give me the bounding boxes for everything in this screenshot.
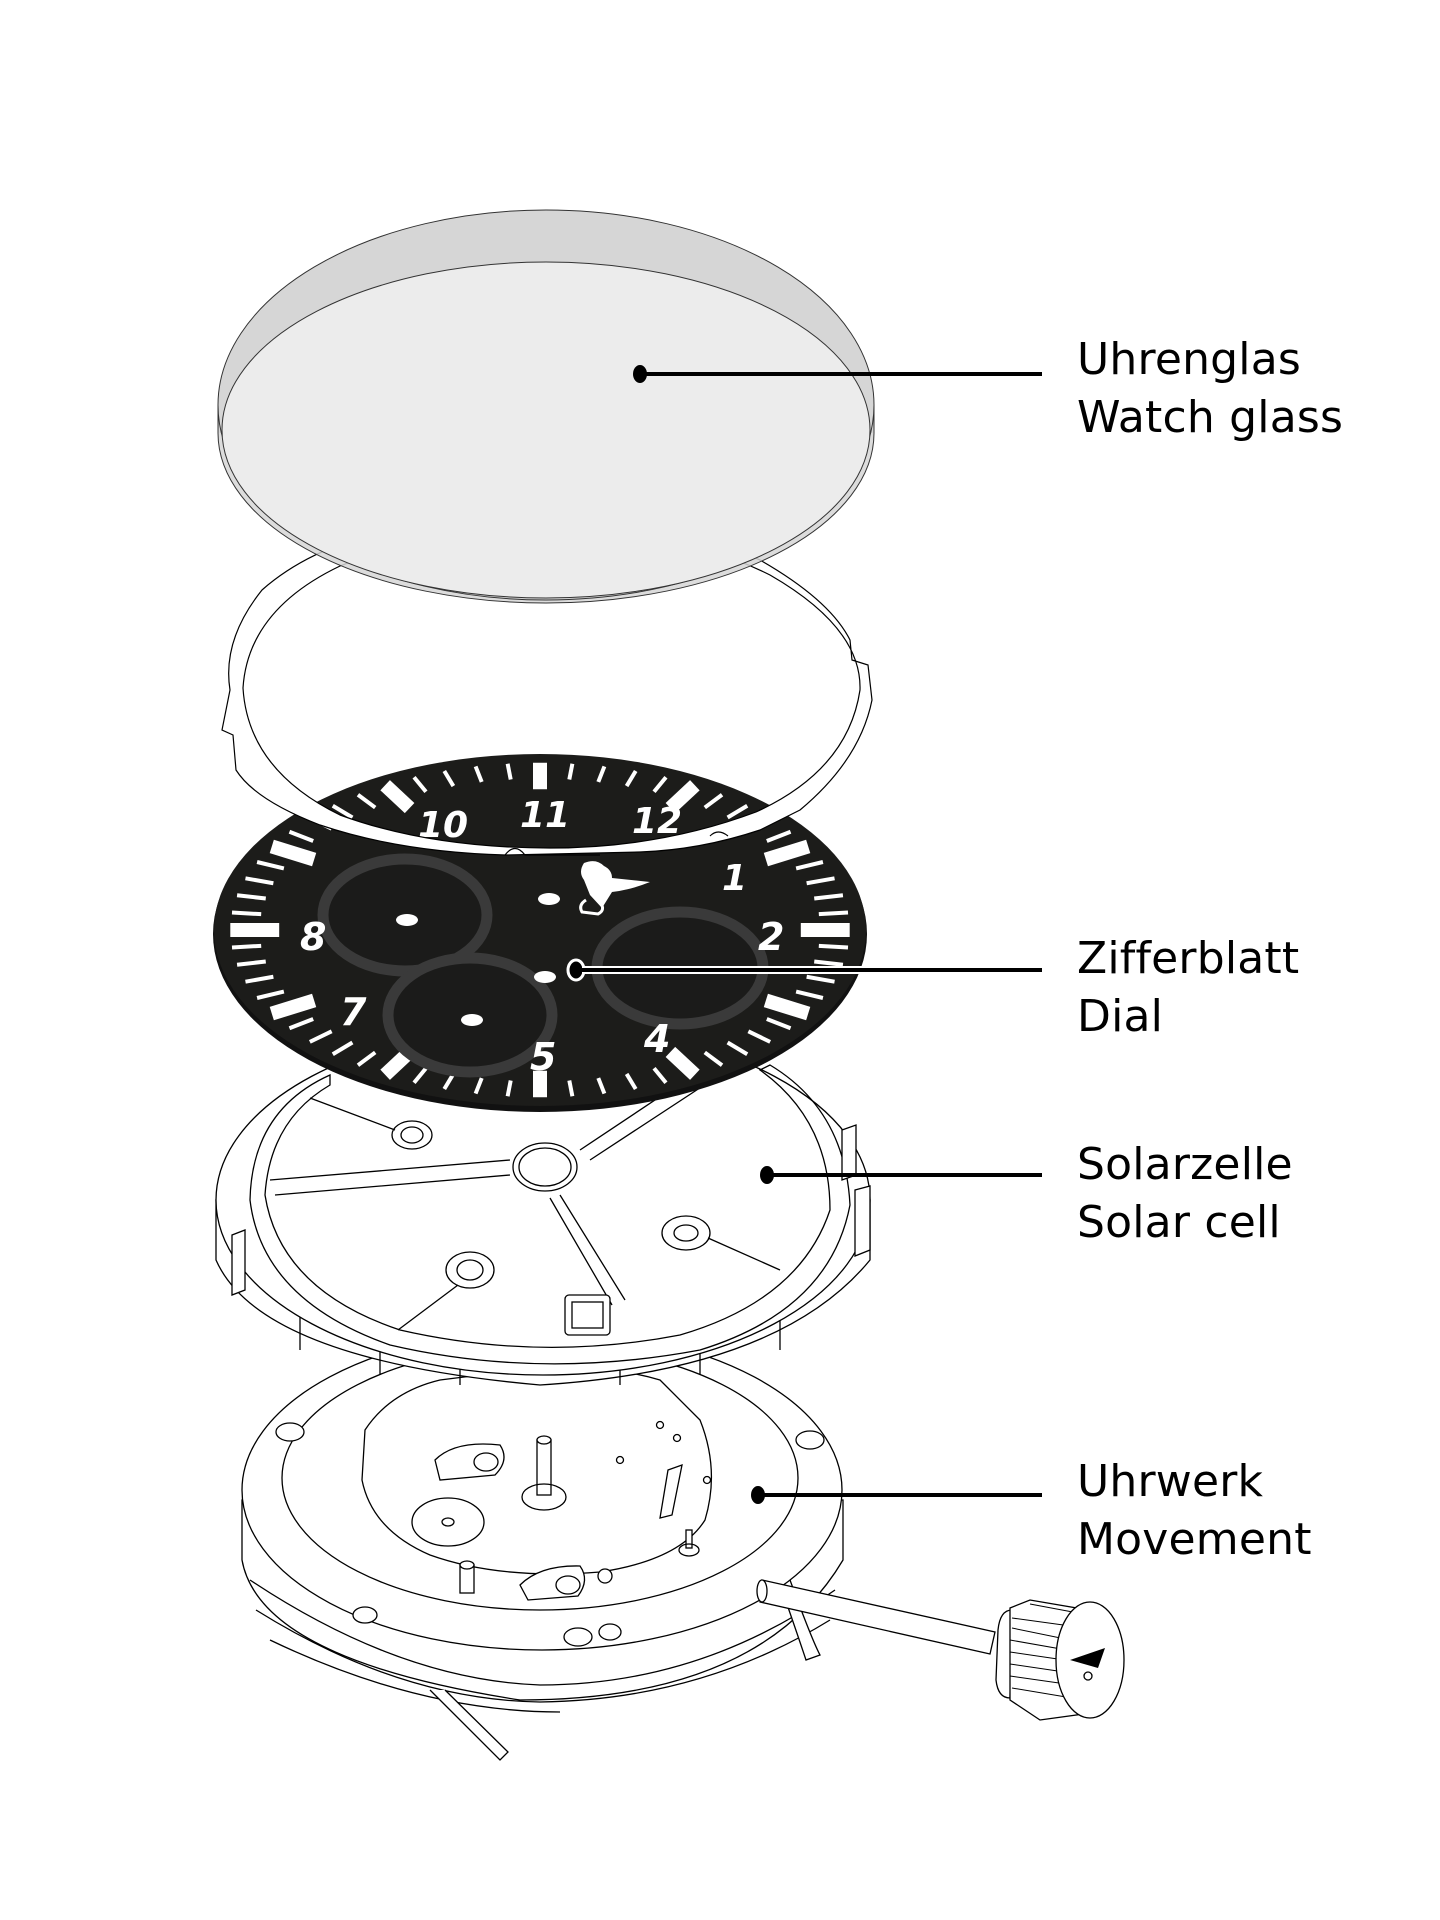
label-glass-en: Watch glass xyxy=(1077,392,1344,443)
label-dial-de: Zifferblatt xyxy=(1077,933,1300,984)
movement-part xyxy=(241,1329,844,1761)
label-dial-en: Dial xyxy=(1077,991,1164,1042)
watch-glass-part xyxy=(217,209,875,604)
leader-movement xyxy=(751,1486,1042,1504)
crown-part xyxy=(756,1579,1125,1721)
label-glass-de: Uhrenglas xyxy=(1077,334,1302,385)
callout-label-dial: Zifferblatt Dial xyxy=(1077,930,1299,1046)
dial-numeral-8: 8 xyxy=(300,915,326,959)
dial-minute-ticks xyxy=(230,762,850,1098)
leader-solar xyxy=(760,1166,1042,1184)
label-solar-en: Solar cell xyxy=(1077,1197,1281,1248)
label-movement-en: Movement xyxy=(1077,1514,1312,1565)
callout-leaders xyxy=(566,365,1042,1504)
dial-numeral-11: 11 xyxy=(520,795,570,836)
callout-label-solar: Solarzelle Solar cell xyxy=(1077,1136,1293,1252)
label-movement-de: Uhrwerk xyxy=(1077,1456,1264,1507)
dial-numeral-7: 7 xyxy=(340,990,367,1034)
dial-numeral-1: 1 xyxy=(722,858,747,899)
dial-numeral-2: 2 xyxy=(758,915,784,959)
leader-dial xyxy=(566,958,1042,982)
dial-numeral-5: 5 xyxy=(530,1035,556,1079)
eagle-logo-icon xyxy=(579,861,650,916)
callout-label-glass: Uhrenglas Watch glass xyxy=(1077,331,1343,447)
callout-label-movement: Uhrwerk Movement xyxy=(1077,1453,1312,1569)
label-solar-de: Solarzelle xyxy=(1077,1139,1293,1190)
dial-numeral-4: 4 xyxy=(643,1017,670,1061)
solar-cell-part xyxy=(215,1024,871,1386)
leader-glass xyxy=(633,365,1042,383)
